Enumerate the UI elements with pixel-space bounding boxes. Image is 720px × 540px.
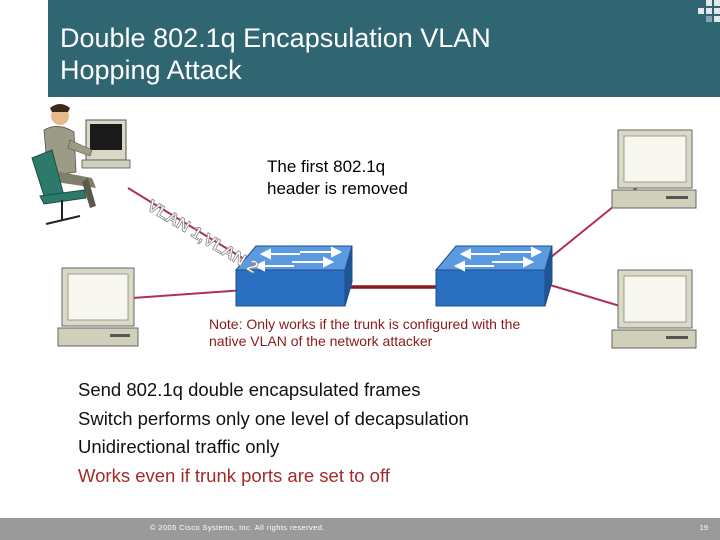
callout-text: The first 802.1q header is removed <box>267 156 467 200</box>
attacker-link <box>127 187 263 271</box>
pc-icon <box>611 269 697 349</box>
network-diagram: VLAN 1,VLAN 2 <box>31 104 697 349</box>
corner-pattern-icon <box>698 0 720 22</box>
bullet-item: Unidirectional traffic only <box>78 436 280 457</box>
copyright-text: © 2005 Cisco Systems, Inc. All rights re… <box>150 523 325 532</box>
page-number: 19 <box>699 523 708 532</box>
bullet-list: Send 802.1q double encapsulated frames S… <box>78 376 678 490</box>
vlan-tag-label: VLAN 1,VLAN 2 <box>144 196 261 277</box>
trunk-note: Note: Only works if the trunk is configu… <box>209 316 521 349</box>
attacker-workstation-icon <box>31 104 131 225</box>
callout-line-1: The first 802.1q <box>267 157 386 176</box>
title-line-1: Double 802.1q Encapsulation VLAN <box>60 23 491 53</box>
bullet-item: Send 802.1q double encapsulated frames <box>78 379 421 400</box>
switch-icon <box>434 245 553 307</box>
bullet-item-highlight: Works even if trunk ports are set to off <box>78 464 390 486</box>
title-line-2: Hopping Attack <box>60 55 242 85</box>
callout-line-2: header is removed <box>267 179 408 198</box>
pc-icon <box>57 267 139 347</box>
slide-header: Double 802.1q Encapsulation VLAN Hopping… <box>0 0 720 97</box>
slide-footer: © 2005 Cisco Systems, Inc. All rights re… <box>0 518 720 540</box>
header-left-strip <box>0 0 48 97</box>
pc-icon <box>611 129 697 209</box>
slide-title: Double 802.1q Encapsulation VLAN Hopping… <box>60 22 620 86</box>
bullet-item: Switch performs only one level of decaps… <box>78 407 469 429</box>
switch-icon <box>234 245 353 307</box>
